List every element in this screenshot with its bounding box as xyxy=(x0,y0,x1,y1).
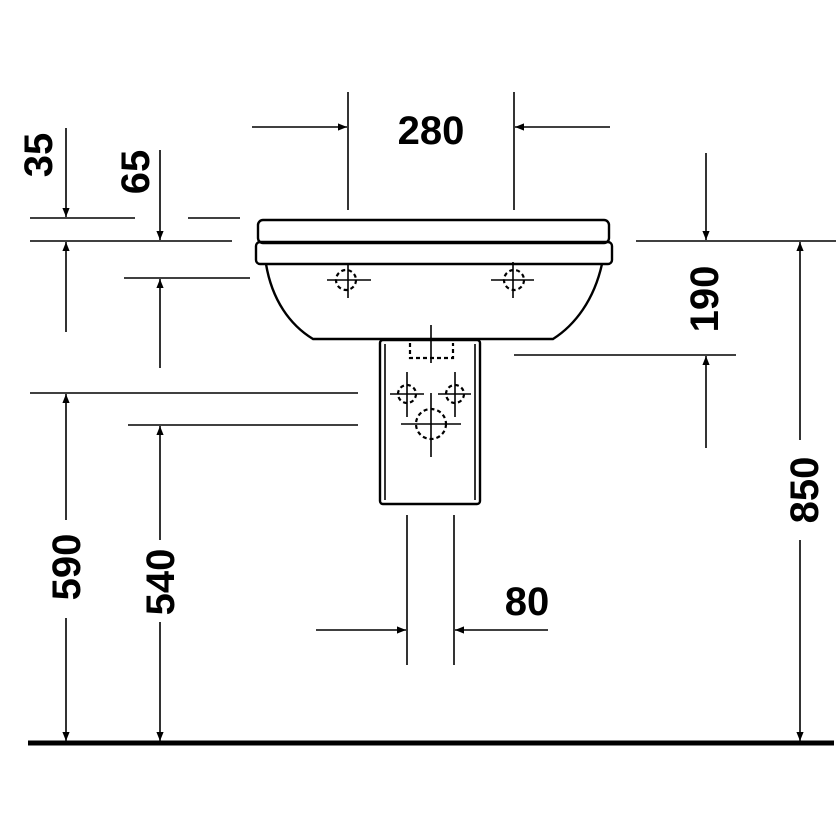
dimension-label-540: 540 xyxy=(139,549,183,616)
dimension-65: 65 xyxy=(114,150,250,368)
dimension-280: 280 xyxy=(252,92,610,210)
waste-outlet-hidden xyxy=(408,325,455,363)
tap-hole-left xyxy=(327,264,371,298)
dimension-80: 80 xyxy=(316,515,549,665)
dimension-35: 35 xyxy=(17,128,232,332)
dimension-190: 190 xyxy=(514,153,736,448)
fixing-holes xyxy=(390,372,471,457)
basin-outline xyxy=(254,218,614,341)
dimension-label-590: 590 xyxy=(45,534,89,601)
dimension-590: 590 xyxy=(30,392,358,741)
dimension-label-80: 80 xyxy=(505,580,550,624)
dimension-label-280: 280 xyxy=(398,109,465,153)
dimension-label-850: 850 xyxy=(783,457,827,524)
dimension-540: 540 xyxy=(128,424,358,741)
dimension-850: 850 xyxy=(636,240,836,741)
dimension-label-35: 35 xyxy=(17,133,61,178)
tap-hole-right xyxy=(491,262,534,298)
dimension-label-190: 190 xyxy=(683,266,727,333)
pedestal xyxy=(378,338,482,506)
dimension-label-65: 65 xyxy=(114,150,158,195)
